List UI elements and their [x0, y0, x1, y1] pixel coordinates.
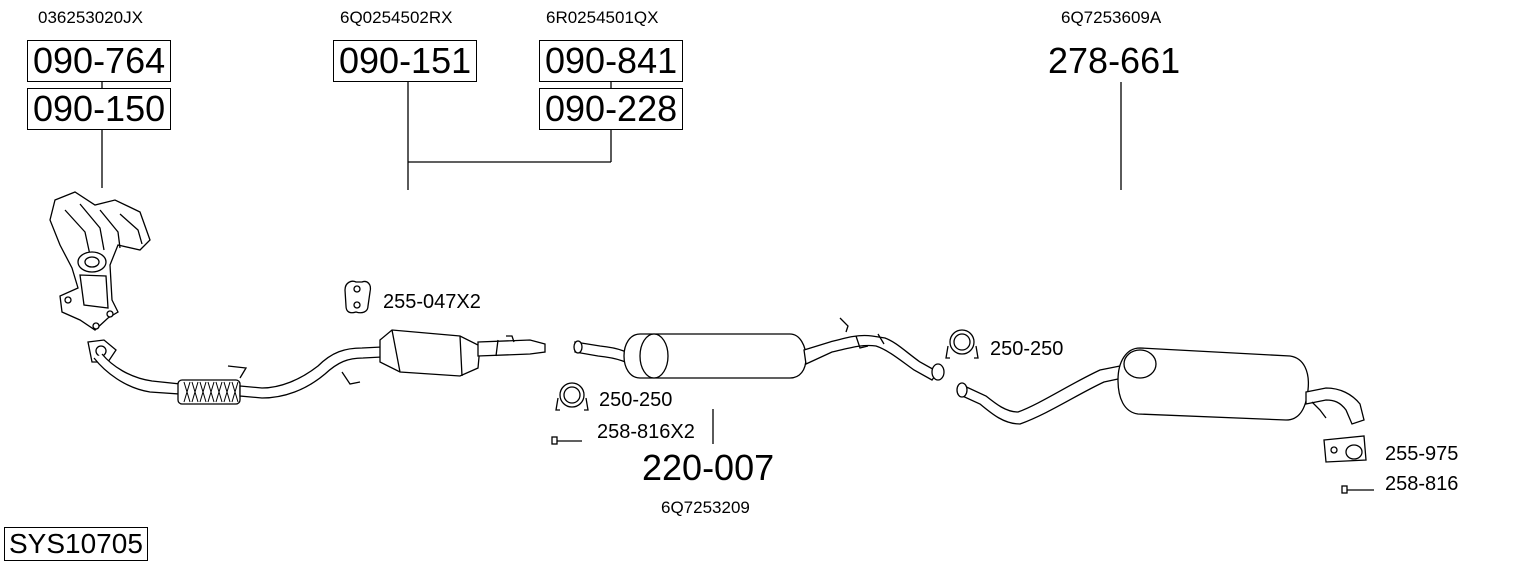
accessory-label-hanger-front[interactable]: 255-047X2	[383, 291, 481, 313]
accessory-label-hanger-rear[interactable]: 255-975	[1385, 443, 1459, 465]
part-number-box[interactable]: 090-841	[539, 40, 684, 82]
part-number-rear-box[interactable]: 278-661	[1048, 40, 1181, 81]
accessory-label-clamp-rear[interactable]: 250-250	[990, 338, 1064, 360]
oem-number-rear-box: 6Q7253609A	[1061, 8, 1162, 27]
accessory-label-bolt-middle[interactable]: 258-816X2	[597, 421, 695, 443]
part-number-box[interactable]: 090-764	[27, 40, 172, 82]
bolt-rear-icon	[1341, 485, 1374, 494]
hanger-front-icon	[344, 280, 372, 314]
part-number-box[interactable]: 090-151	[333, 40, 478, 82]
oem-number-manifold: 036253020JX	[38, 8, 143, 27]
oem-number-middle-box: 6Q7253209	[661, 498, 750, 517]
exhaust-manifold-drawing	[49, 191, 151, 331]
part-number-box[interactable]: 090-150	[27, 88, 172, 130]
bolt-middle-icon	[551, 436, 582, 445]
part-number-box[interactable]: 090-228	[539, 88, 684, 130]
accessory-label-bolt-rear[interactable]: 258-816	[1385, 473, 1459, 495]
system-code-box: SYS10705	[4, 527, 148, 561]
hanger-rear-icon	[1323, 435, 1367, 463]
front-pipe-drawing	[87, 329, 546, 405]
oem-number-cat-front: 6Q0254502RX	[340, 8, 453, 27]
oem-number-cat-alt: 6R0254501QX	[546, 8, 659, 27]
clamp-rear-icon	[945, 329, 979, 359]
clamp-middle-icon	[555, 382, 589, 411]
accessory-label-clamp-middle[interactable]: 250-250	[599, 389, 673, 411]
rear-silencer-drawing	[956, 347, 1365, 425]
part-number-middle-box[interactable]: 220-007	[642, 447, 775, 488]
middle-silencer-drawing	[573, 317, 945, 381]
